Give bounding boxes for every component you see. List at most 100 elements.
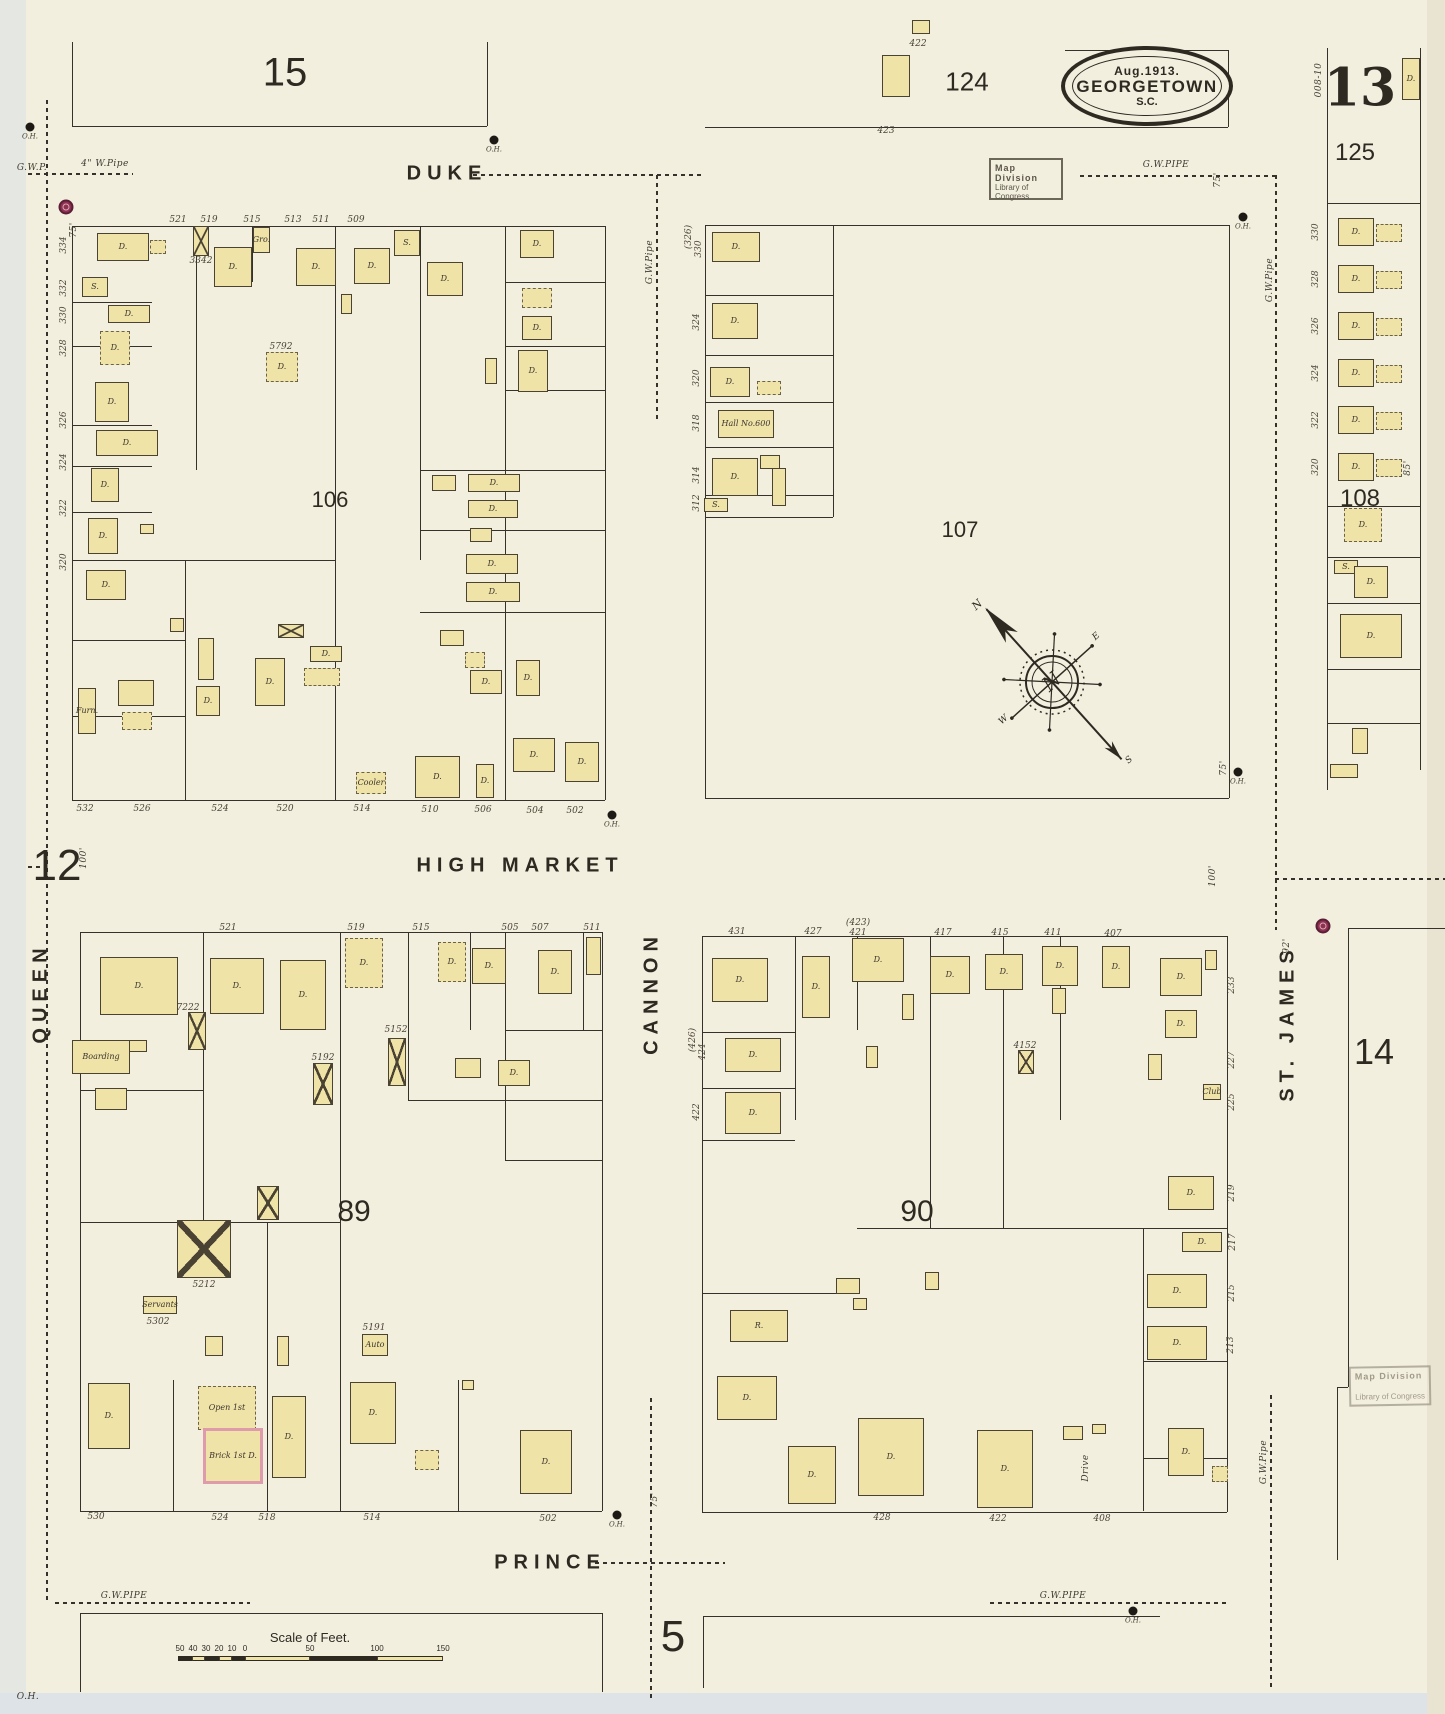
building-footprint: Hall No.600 [718,410,774,438]
lot-number: (423) [845,918,871,928]
building-footprint: D. [712,458,758,496]
lot-number: 4152 [1013,1041,1037,1051]
map-line [705,798,1229,800]
scale-segment [219,1656,232,1661]
building-label: D. [110,343,120,352]
building-footprint [313,1063,333,1105]
block-number-90: 90 [900,1195,934,1228]
lot-number: 330 [1311,223,1321,241]
building-footprint [465,652,485,668]
building-footprint: D. [255,658,285,706]
building-label: D. [203,696,213,705]
building-label: D. [1197,1237,1207,1246]
map-line [505,1030,602,1032]
water-pipe-line [595,1562,725,1564]
map-line [470,932,472,1030]
building-label: D. [107,397,117,406]
building-label: D. [321,649,331,658]
map-line [1420,48,1422,770]
block-number-13: 13 [1323,57,1397,119]
lot-number: 312 [692,494,702,512]
lot-number: 213 [1226,1336,1236,1354]
building-footprint [1052,988,1066,1014]
building-footprint: D. [985,954,1023,990]
building-label: Hall No.600 [721,419,771,428]
map-line [487,42,489,126]
lot-number: 519 [347,923,365,933]
map-line [252,226,254,282]
building-footprint [470,528,492,542]
lot-number: 417 [934,928,952,938]
building-label: D. [529,750,539,759]
sheet-title-inner-ring: Aug.1913. GEORGETOWN S.C. [1072,56,1222,116]
building-footprint [836,1278,860,1294]
scale-title: Scale of Feet. [269,1630,351,1645]
building-label: D. [277,362,287,371]
building-label: D. [1172,1286,1182,1295]
map-line [80,1613,82,1692]
water-pipe-line [473,174,705,176]
building-footprint: D. [91,468,119,502]
building-footprint [1352,728,1368,754]
water-pipe-line [1275,878,1445,880]
building-footprint: D. [415,756,460,798]
lot-number: 332 [59,279,69,297]
building-label: D. [1181,1447,1191,1456]
building-footprint: D. [788,1446,836,1504]
building-footprint: Cooler [356,772,386,794]
map-line [702,1032,795,1034]
map-line [833,225,835,517]
building-label: Boarding [82,1052,120,1061]
hydrant-label: O.H. [22,132,38,141]
map-line [203,932,205,1222]
water-pipe-line [28,173,133,175]
building-footprint: D. [108,305,150,323]
building-footprint: D. [712,958,768,1002]
map-line [930,936,932,1228]
building-footprint: D. [345,938,383,988]
building-label: D. [298,990,308,999]
fire-alarm-marker [1315,918,1331,934]
building-footprint: D. [1182,1232,1222,1252]
building-footprint: D. [86,570,126,600]
map-line [705,495,833,497]
map-line [420,470,605,472]
building-footprint: D. [1338,265,1374,293]
building-footprint [853,1298,867,1310]
lot-number: 330 [694,240,704,258]
lot-number: 514 [353,804,371,814]
scale-segment [310,1656,377,1661]
lot-number: 322 [59,499,69,517]
scale-tick: 30 [201,1644,211,1653]
map-line [1327,603,1420,605]
building-footprint [455,1058,481,1078]
lot-number: 5192 [311,1053,335,1063]
block-number-5: 5 [660,1612,686,1661]
hydrant-label: O.H. [1230,777,1246,786]
building-footprint [760,455,780,469]
building-footprint: D. [710,367,750,397]
hydrant-marker: O.H. [486,135,502,154]
building-label: D. [134,981,144,990]
lot-number: 320 [1311,458,1321,476]
building-label: D. [577,757,587,766]
lot-number: 334 [59,236,69,254]
lot-number: 423 [877,126,895,136]
map-line [72,560,335,562]
building-footprint [205,1336,223,1356]
map-line [72,226,605,228]
map-line [72,512,152,514]
building-footprint: D. [310,646,342,662]
block-number-12: 12 [32,841,82,890]
stamp-line-2: Library of Congress [995,183,1030,201]
building-footprint [1376,271,1402,289]
building-footprint: D. [522,316,552,340]
lot-number: 5191 [362,1323,386,1333]
building-label: D. [284,1432,294,1441]
map-annotation: 75' [69,222,79,238]
building-footprint: D. [266,352,298,382]
building-footprint: R. [730,1310,788,1342]
block-number-15: 15 [262,50,308,95]
building-footprint: D. [476,764,494,798]
street-label-duke: DUKE [406,162,488,185]
